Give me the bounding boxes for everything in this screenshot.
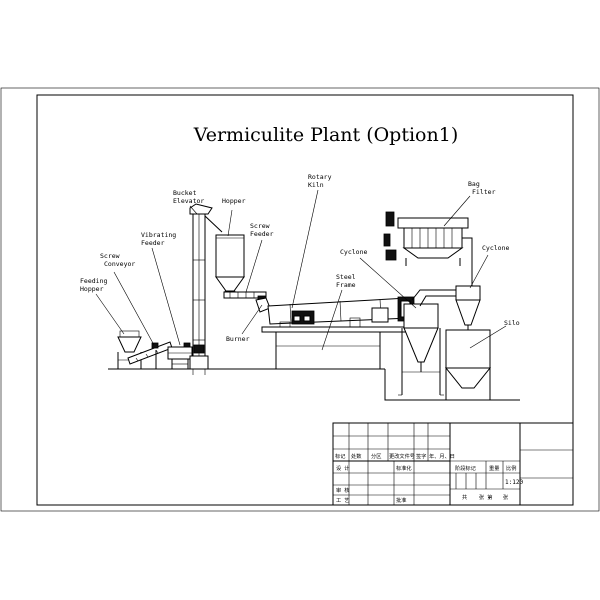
tb-approve: 批准 <box>396 496 406 504</box>
tb-sign: 签字 <box>416 452 426 460</box>
bucket-elevator-unit <box>189 203 223 375</box>
leader-lines <box>95 189 507 351</box>
vibrating-feeder-unit <box>167 342 193 369</box>
cyclone-right-unit <box>455 285 481 332</box>
tb-stage-mark: 阶段标记 <box>455 464 476 472</box>
tb-sheet-suffix: 张 <box>503 493 509 501</box>
tb-date: 年、月、日 <box>429 452 455 460</box>
tb-sheets-total: 共 <box>462 493 467 501</box>
label-cyclone-right: Cyclone <box>482 244 509 252</box>
drawing-title: Vermiculite Plant (Option1) <box>193 124 459 146</box>
label-cyclone-left: Cyclone <box>340 248 367 256</box>
screw-conveyor-unit <box>127 341 173 369</box>
silo-unit <box>444 329 492 400</box>
steel-frame-unit <box>261 326 411 370</box>
storage-hopper-unit <box>215 234 245 296</box>
tb-standard: 标准化 <box>396 464 412 472</box>
tb-count: 处数 <box>351 452 362 460</box>
tb-zone: 分区 <box>371 452 381 460</box>
tb-scale-value: 1:120 <box>505 479 523 486</box>
label-silo: Silo <box>504 319 520 327</box>
title-block: 标记 处数 分区 更改文件号 签字 年、月、日 设 计 标准化 审 核 工 艺 … <box>332 422 574 506</box>
drawing-border <box>36 94 574 506</box>
tb-process: 工 艺 <box>336 497 350 504</box>
tb-sheets-label: 张 第 <box>479 493 493 501</box>
cyclone-left-unit <box>398 303 444 396</box>
air-duct <box>411 289 458 307</box>
screw-feeder-unit <box>223 291 271 313</box>
label-hopper: Hopper <box>222 197 246 205</box>
tb-review: 审 核 <box>336 486 350 494</box>
label-burner: Burner <box>226 335 250 343</box>
tb-weight: 重量 <box>489 464 499 472</box>
tb-scale-label: 比例 <box>506 464 516 472</box>
rotary-kiln-unit <box>267 296 415 328</box>
bag-filter-unit <box>383 211 473 290</box>
outer-frame <box>0 87 600 512</box>
tb-mark: 标记 <box>335 452 345 460</box>
tb-design: 设 计 <box>336 464 350 472</box>
tb-change-doc: 更改文件号 <box>389 452 415 460</box>
